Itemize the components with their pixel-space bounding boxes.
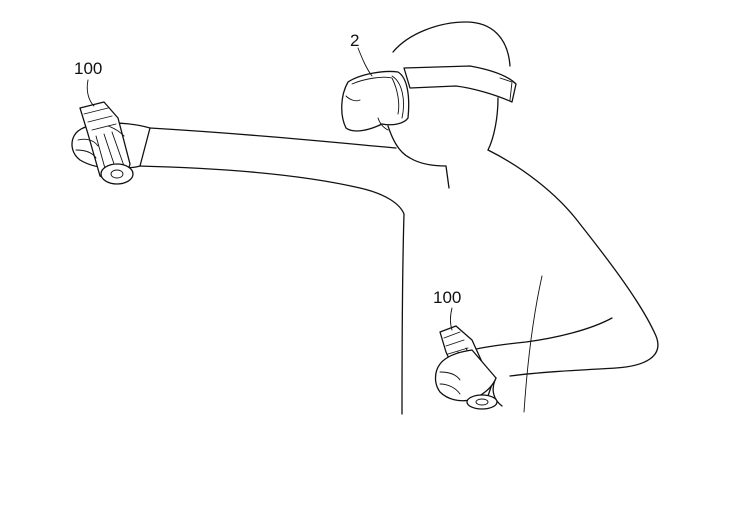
left-controller-ring-inner (110, 169, 124, 179)
right-fingers (439, 371, 461, 395)
controller-left (71, 79, 151, 185)
left-fingers (75, 138, 99, 159)
left-controller-ring (100, 163, 134, 185)
left-controller-detail-a (83, 107, 117, 131)
headset-strap (403, 65, 517, 103)
right-leader-line (450, 307, 453, 331)
right-controller-detail-a (443, 331, 469, 355)
right-controller-ring-inner (475, 398, 489, 406)
left-leader-line (86, 79, 95, 107)
arm-lower-torso (137, 165, 405, 415)
controller-right (434, 307, 498, 410)
face-chin (387, 125, 450, 189)
forearm-lower (471, 317, 613, 351)
headset (341, 65, 517, 132)
label-controller-left: 100 (74, 59, 102, 78)
right-controller-ring (466, 394, 498, 410)
label-controller-right: 100 (433, 288, 461, 307)
torso-inner (523, 275, 543, 413)
headset-visor-inner (351, 76, 400, 115)
headset-strap-end (499, 77, 513, 101)
label-headset: 2 (350, 31, 359, 50)
head-outline (392, 21, 511, 67)
headset-nose-bridge (377, 117, 389, 131)
left-thumb (107, 125, 125, 137)
headset-visor-rim (391, 75, 404, 119)
headset-leader-line (357, 47, 373, 77)
headset-visor (341, 70, 410, 132)
arm-upper-edge (149, 127, 397, 149)
headset-nose-gap (345, 95, 361, 102)
right-hand (434, 349, 497, 402)
back-shoulder-arm (487, 149, 659, 377)
person-figure (137, 21, 659, 415)
head-back (487, 97, 499, 151)
